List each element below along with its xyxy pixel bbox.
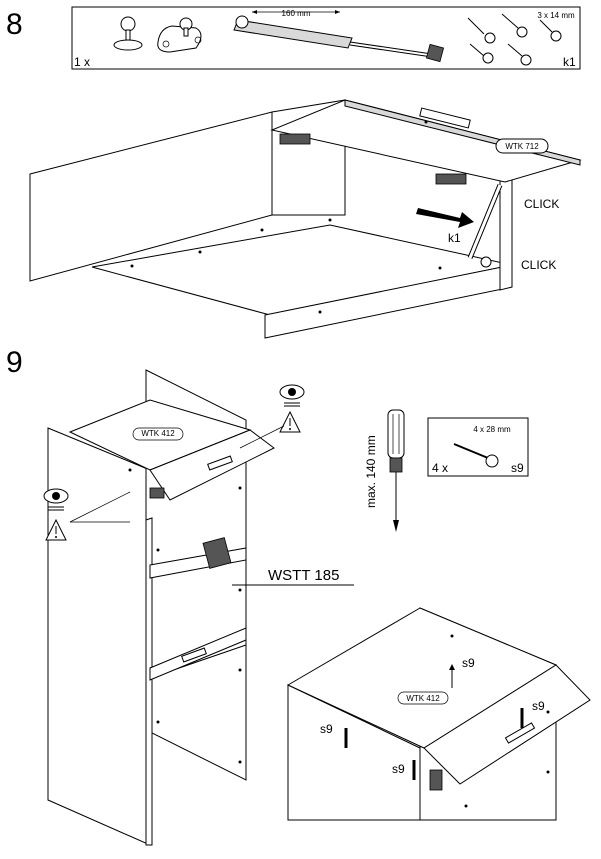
click-upper-label: CLICK	[524, 197, 559, 211]
step-9-screw-box: 4 x 28 mm 4 x s9	[427, 417, 529, 477]
warning-triangle-icon	[279, 410, 301, 433]
detail-screw-1: s9	[462, 656, 475, 670]
warning-triangle-icon	[45, 518, 67, 541]
arrow-label: k1	[448, 231, 461, 245]
click-lower-label: CLICK	[521, 258, 556, 272]
panel-label-badge	[495, 138, 549, 154]
tool-note: max. 140 mm	[364, 435, 378, 508]
step-8-cabinet: WTK 712 k1	[29, 99, 582, 339]
panel-label: WTK 712	[505, 142, 539, 151]
screw-icon	[501, 13, 528, 38]
screw-icon	[539, 19, 562, 42]
eye-icon	[43, 488, 69, 511]
strut-length: 160 mm	[282, 9, 311, 18]
gas-strut-icon: 160 mm	[233, 9, 445, 63]
detail-screw-3: s9	[320, 722, 333, 736]
step-9-number: 9	[6, 346, 23, 379]
screw-size: 3 x 14 mm	[537, 11, 575, 20]
step-8-number: 8	[6, 8, 23, 41]
screw-code-9: s9	[511, 461, 524, 475]
screw-icon	[449, 664, 455, 688]
step-9-detail: WTK 412	[286, 607, 591, 821]
step-9-cabinet: WTK 412	[47, 369, 275, 846]
screws-group: 3 x 14 mm k1	[467, 11, 576, 69]
arrow-icon	[416, 208, 474, 228]
hinge	[435, 173, 467, 185]
screw-size-9: 4 x 28 mm	[473, 425, 511, 434]
cabinet-label: WSTT 185	[268, 567, 339, 584]
detail-screw-4: s9	[392, 762, 405, 776]
screw-icon	[507, 43, 532, 66]
screw-icon	[469, 43, 494, 64]
screwdriver-icon	[387, 409, 405, 532]
parts-quantity: 1 x	[74, 55, 90, 69]
screw-code: k1	[563, 55, 576, 69]
hinge	[279, 133, 311, 145]
ball-stud-icon	[113, 16, 143, 51]
step-8-parts-box: 1 x 160 mm 3 x 14	[71, 6, 581, 70]
screw-icon	[467, 17, 496, 44]
screw-icon	[453, 443, 499, 468]
sticker	[202, 537, 232, 569]
eye-icon	[279, 384, 305, 407]
screw-qty-9: 4 x	[432, 461, 448, 475]
detail-screw-2: s9	[532, 699, 545, 713]
detail-panel-label: WTK 412	[406, 694, 440, 703]
top-panel-label: WTK 412	[141, 429, 175, 438]
bracket-icon	[157, 17, 202, 53]
